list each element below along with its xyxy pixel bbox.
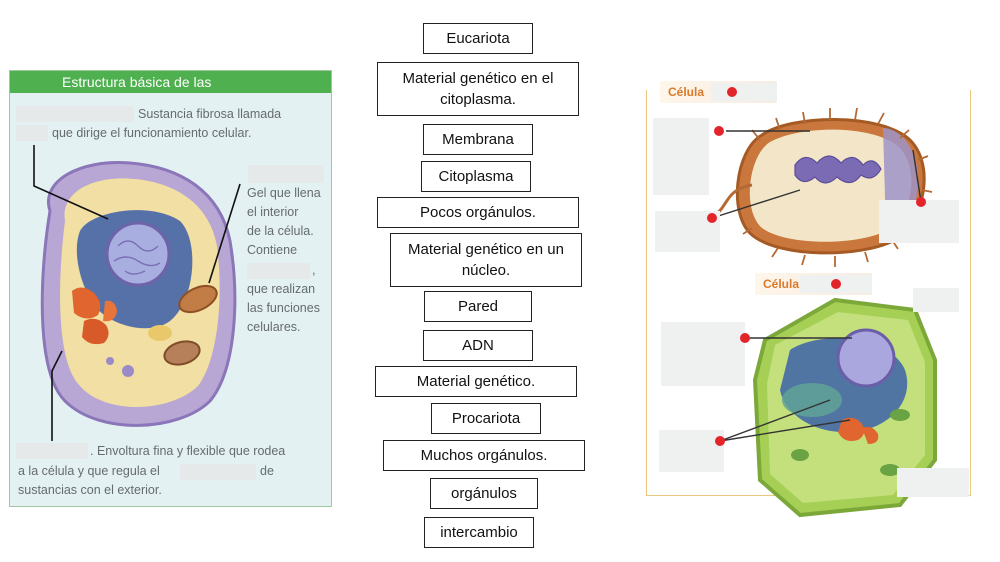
marker-dot-eukaryote-1 — [740, 333, 750, 343]
word-box-material-genetico-citoplasma[interactable]: Material genético en el citoplasma. — [377, 62, 579, 116]
membrane-desc-line2b: de — [260, 464, 274, 478]
plant-nucleus-shape — [836, 328, 896, 388]
word-box-citoplasma[interactable]: Citoplasma — [421, 161, 531, 192]
nucleus-desc-line1: Sustancia fibrosa llamada — [138, 107, 282, 121]
drop-slot-eukaryote-left-bottom[interactable] — [659, 430, 724, 472]
marker-dot-top-label — [727, 87, 737, 97]
cytoplasm-comma: , — [312, 263, 316, 277]
word-box-intercambio[interactable]: intercambio — [424, 517, 534, 548]
cytoplasm-desc-7: celulares. — [247, 320, 301, 334]
word-box-pocos-organulos[interactable]: Pocos orgánulos. — [377, 197, 579, 228]
membrane-exchange-blank[interactable] — [180, 464, 256, 480]
cell-label-top-text: Célula — [668, 85, 705, 99]
nucleus-desc-line2: que dirige el funcionamiento celular. — [52, 126, 252, 140]
cytoplasm-name-blank[interactable] — [248, 165, 324, 183]
membrane-desc-line3: sustancias con el exterior. — [18, 483, 162, 497]
nucleus-name-blank[interactable] — [16, 106, 134, 122]
word-box-material-genetico[interactable]: Material genético. — [375, 366, 577, 397]
word-box-material-genetico-nucleo[interactable]: Material genético en un núcleo. — [390, 233, 582, 287]
membrane-name-blank[interactable] — [16, 443, 88, 459]
marker-dot-prokaryote-2 — [707, 213, 717, 223]
membrane-desc-line1: . Envoltura fina y flexible que rodea — [90, 444, 286, 458]
word-box-adn[interactable]: ADN — [423, 330, 533, 361]
drop-slot-eukaryote-right[interactable] — [897, 468, 969, 497]
prokaryote-cell-drawing — [704, 107, 933, 267]
membrane-desc-line2a: a la célula y que regula el — [18, 464, 160, 478]
cytoplasm-desc-3: de la célula. — [247, 224, 314, 238]
drop-slot-eukaryote-left-top[interactable] — [661, 322, 745, 386]
nucleus-shape — [105, 221, 171, 287]
marker-dot-prokaryote-3 — [916, 197, 926, 207]
cytoplasm-desc-6: las funciones — [247, 301, 320, 315]
marker-dot-prokaryote-1 — [714, 126, 724, 136]
word-box-organulos[interactable]: orgánulos — [430, 478, 538, 509]
drop-slot-prokaryote-right[interactable] — [879, 200, 959, 243]
drop-slot-eukaryote-top-right[interactable] — [913, 288, 959, 312]
cell-structure-card: Estructura básica de las Sustancia fibro… — [9, 70, 332, 507]
cytoplasm-desc-2: el interior — [247, 205, 299, 219]
cytoplasm-desc-5: que realizan — [247, 282, 316, 296]
word-box-eucariota[interactable]: Eucariota — [423, 23, 533, 54]
marker-dot-eukaryote-2 — [715, 436, 725, 446]
word-box-membrana[interactable]: Membrana — [423, 124, 533, 155]
cytoplasm-contains-blank[interactable] — [247, 263, 310, 279]
cytoplasm-desc-4: Contiene — [247, 243, 298, 257]
card-title: Estructura básica de las — [10, 71, 331, 93]
marker-dot-bottom-label — [831, 279, 841, 289]
drop-slot-top-label[interactable] — [711, 83, 777, 101]
animal-cell-illustration — [33, 145, 241, 441]
cell-label-bottom-text: Célula — [763, 277, 800, 291]
drop-slot-prokaryote-left-top[interactable] — [653, 118, 709, 195]
word-box-procariota[interactable]: Procariota — [431, 403, 541, 434]
cytoplasm-desc-1: Gel que llena — [247, 186, 321, 200]
mitochondrion-shape — [178, 284, 218, 314]
word-box-pared[interactable]: Pared — [424, 291, 532, 322]
nucleus-substance-blank[interactable] — [16, 125, 48, 141]
word-box-muchos-organulos[interactable]: Muchos orgánulos. — [383, 440, 585, 471]
